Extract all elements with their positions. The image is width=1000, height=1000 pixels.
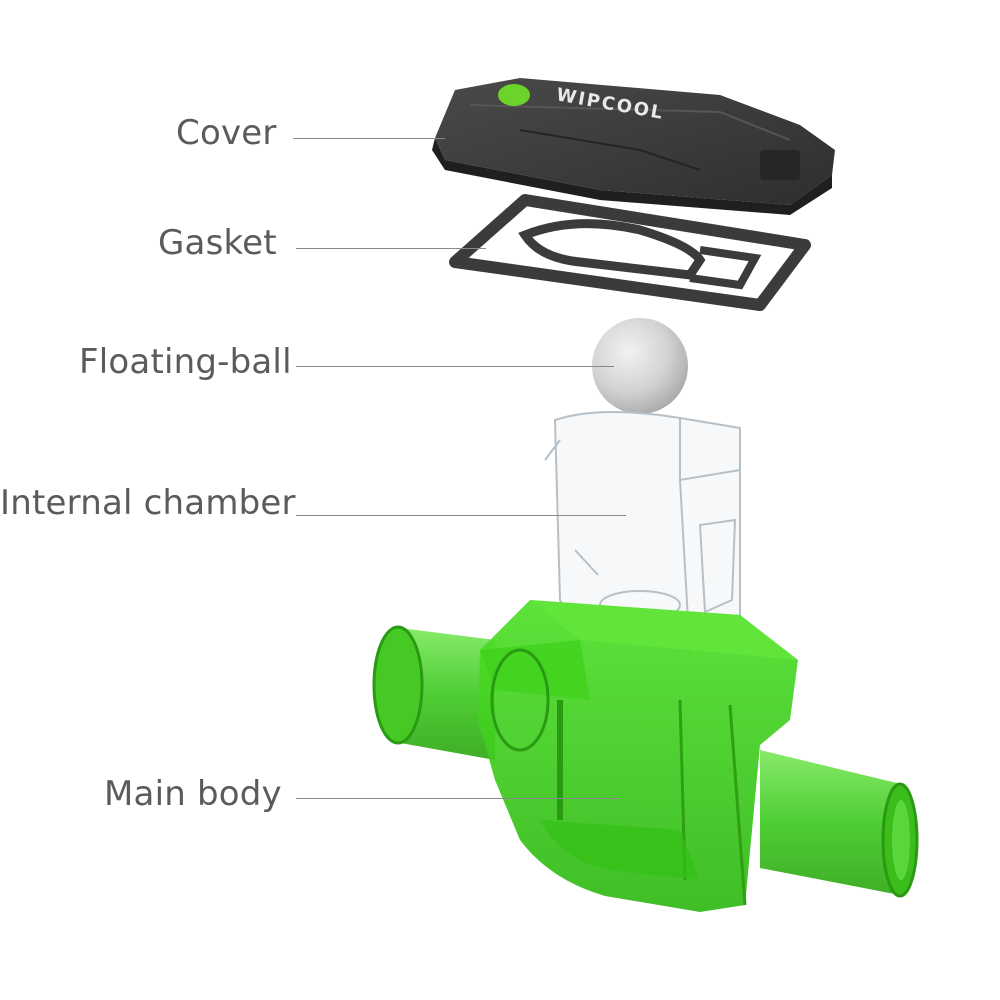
label-cover: Cover — [176, 113, 277, 153]
leader-line-internal-chamber — [296, 515, 626, 516]
cover-button-icon — [498, 84, 530, 106]
label-internal-chamber: Internal chamber — [0, 483, 296, 523]
floating-ball-part — [592, 318, 688, 414]
leader-line-cover — [293, 138, 445, 139]
cover-part: WIPCOOL — [432, 78, 835, 215]
main-body-part — [372, 600, 919, 912]
label-gasket: Gasket — [158, 223, 277, 263]
leader-line-main-body — [296, 798, 619, 799]
gasket-part — [449, 194, 811, 311]
label-floating-ball: Floating-ball — [79, 342, 292, 382]
leader-line-gasket — [296, 248, 486, 249]
leader-line-floating-ball — [296, 366, 614, 367]
label-main-body: Main body — [104, 774, 282, 814]
